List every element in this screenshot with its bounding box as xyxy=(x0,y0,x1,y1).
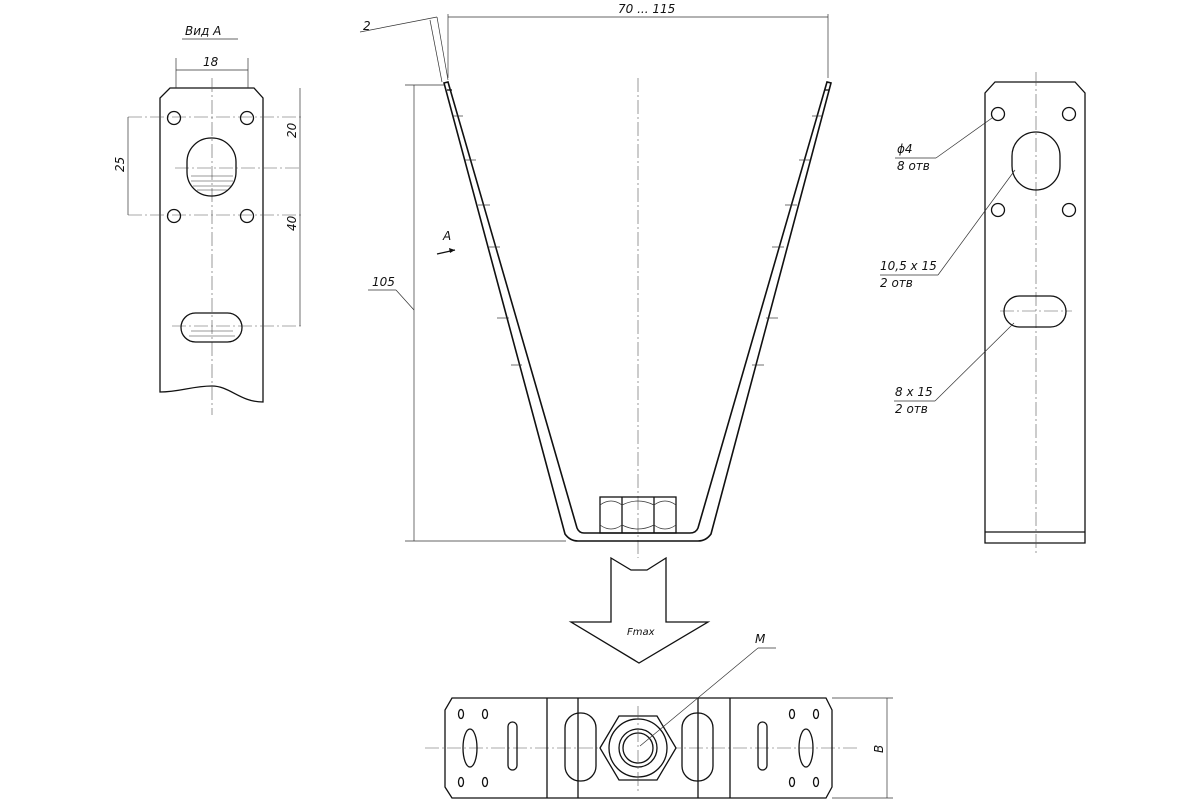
bottom-slot-large xyxy=(564,712,597,782)
right-view-plate xyxy=(984,81,1086,544)
hole-round-count: 8 отв xyxy=(897,159,930,173)
bracket-profile xyxy=(443,81,832,542)
view-a-slot-vertical xyxy=(186,137,237,197)
right-slot-vertical xyxy=(1011,131,1061,191)
force-arrow: Fmax xyxy=(568,556,711,664)
right-slot-horizontal xyxy=(1003,295,1067,328)
bottom-slot xyxy=(462,728,478,768)
view-a-marker: A xyxy=(442,229,451,243)
view-a-dim-20: 20 xyxy=(285,122,299,138)
view-a-hole xyxy=(239,208,255,224)
view-a-plate xyxy=(159,87,264,403)
slot-small-size: 8 х 15 xyxy=(895,385,933,399)
bottom-slot xyxy=(507,721,518,771)
bottom-view-plate xyxy=(444,697,833,799)
view-a-dim-40: 40 xyxy=(285,215,299,231)
slot-large-count: 2 отв xyxy=(880,276,913,290)
view-a-hole xyxy=(239,110,255,126)
right-view: ϕ4 8 отв 10,5 х 15 2 отв 8 х 15 2 отв xyxy=(880,72,1086,555)
thread-label: M xyxy=(755,632,766,646)
bottom-slot xyxy=(798,728,814,768)
view-a-hole xyxy=(166,208,182,224)
view-a-title: Вид А xyxy=(185,24,221,38)
right-hole xyxy=(1061,202,1077,218)
view-a-dim-width: 18 xyxy=(203,55,219,69)
view-a-dim-25: 25 xyxy=(113,157,127,172)
force-label: Fmax xyxy=(627,627,655,638)
bottom-view: M B xyxy=(425,632,893,799)
right-hole xyxy=(990,106,1006,122)
main-dim-height: 105 xyxy=(372,275,395,289)
bottom-slot xyxy=(757,721,768,771)
main-dim-thickness: 2 xyxy=(363,19,371,33)
bottom-slot-large xyxy=(681,712,714,782)
dim-b: B xyxy=(872,745,886,753)
main-dim-top: 70 ... 115 xyxy=(618,2,675,16)
hole-round-size: ϕ4 xyxy=(897,142,913,156)
right-hole xyxy=(1061,106,1077,122)
slot-small-count: 2 отв xyxy=(895,402,928,416)
view-a-hole xyxy=(166,110,182,126)
right-hole xyxy=(990,202,1006,218)
nut-side-view xyxy=(599,496,677,534)
slot-large-size: 10,5 х 15 xyxy=(880,259,937,273)
main-view: 70 ... 115 2 105 A xyxy=(359,2,832,558)
view-a: Вид А 18 25 20 xyxy=(113,24,302,415)
view-a-slot-horizontal xyxy=(180,312,243,343)
bottom-small-holes xyxy=(457,708,820,788)
force-arrow-shape xyxy=(568,556,711,664)
